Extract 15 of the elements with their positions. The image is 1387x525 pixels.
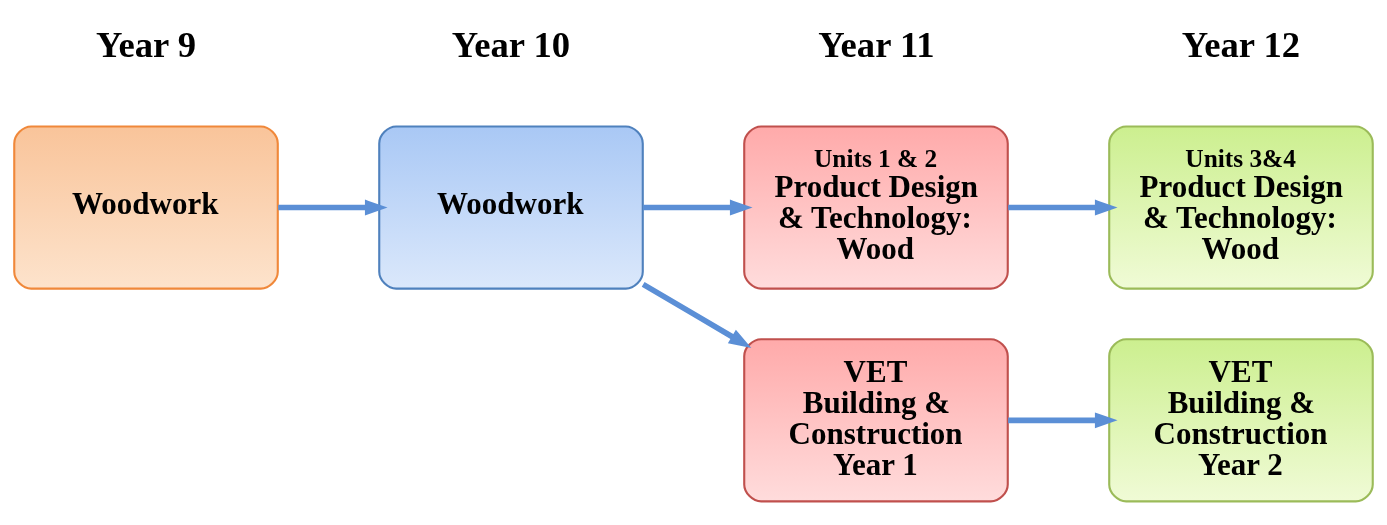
node-box: VET Building & Construction Year 1	[743, 338, 1009, 503]
arrow	[278, 199, 388, 216]
node-box: Woodwork	[378, 125, 644, 290]
arrow	[643, 199, 753, 216]
node-box: Woodwork	[13, 125, 279, 290]
label: Year 11	[818, 24, 935, 66]
arrow	[1008, 412, 1118, 429]
node-box: VET Building & Construction Year 2	[1108, 338, 1374, 503]
arrow	[1008, 199, 1118, 216]
label: Year 12	[1181, 24, 1301, 66]
node-box: Units 3&4 Product Design & Technology: Wood	[1108, 125, 1374, 290]
label: Year 9	[95, 24, 197, 66]
arrow	[641, 281, 752, 348]
node-box: Units 1 & 2 Product Design & Technology: Wood	[743, 125, 1009, 290]
label: Year 10	[451, 24, 571, 66]
